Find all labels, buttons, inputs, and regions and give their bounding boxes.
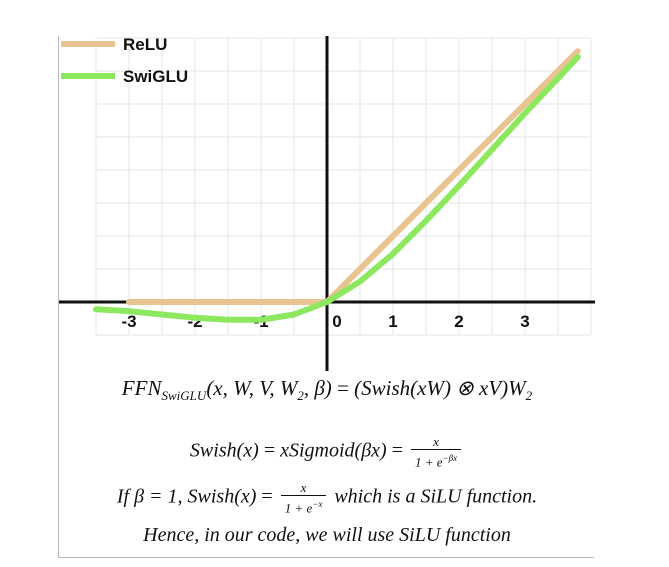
x-tick-label: 3	[520, 312, 529, 331]
ffn-args: (x, W, V, W	[206, 376, 298, 400]
ffn-formula: FFNSwiGLU(x, W, V, W2, β) = (Swish(xW) ⊗…	[59, 376, 595, 404]
if-tail: which is a SiLU function.	[329, 485, 538, 508]
ffn-args-sub: 2	[297, 388, 304, 404]
ffn-rhs-sub: 2	[525, 388, 533, 404]
if-text: If β = 1, Swish(x)	[116, 485, 257, 508]
hence-text: Hence, in our code, we will use SiLU fun…	[59, 524, 595, 547]
legend-label-swiglu: SwiGLU	[123, 67, 188, 86]
swish-mid: xSigmoid(βx)	[280, 439, 387, 462]
x-tick-label: -3	[121, 312, 136, 331]
ffn-lhs: FFN	[121, 376, 162, 400]
legend-label-relu: ReLU	[123, 36, 167, 54]
series-lines	[93, 48, 581, 323]
swish-den: 1 + e−βx	[410, 449, 462, 470]
x-tick-label: 0	[332, 312, 341, 331]
ffn-sub: SwiGLU	[161, 388, 207, 404]
if-num: x	[300, 480, 307, 495]
if-den-sup: −x	[312, 499, 323, 509]
if-den-base: 1 + e	[284, 500, 313, 516]
ffn-args-end: , β)	[303, 376, 332, 400]
if-den: 1 + e−x	[280, 495, 327, 516]
series-line-swiglu	[93, 54, 581, 323]
swish-eq1: =	[258, 439, 281, 462]
swish-den-sup: −βx	[442, 453, 458, 463]
swish-num: x	[433, 434, 439, 449]
x-tick-label: 2	[454, 312, 463, 331]
if-eq: =	[256, 485, 278, 508]
hence-line: Hence, in our code, we will use SiLU fun…	[143, 524, 511, 546]
swish-eq2: =	[386, 439, 408, 462]
swish-lhs: Swish(x)	[189, 439, 259, 462]
x-tick-label: 1	[388, 312, 397, 331]
series-line-relu	[126, 48, 581, 305]
ffn-rhs: (Swish(xW) ⊗ xV)W	[354, 376, 526, 400]
legend: ReLU SwiGLU	[61, 36, 188, 86]
ffn-eq: =	[331, 376, 355, 400]
swish-den-base: 1 + e	[414, 454, 443, 470]
